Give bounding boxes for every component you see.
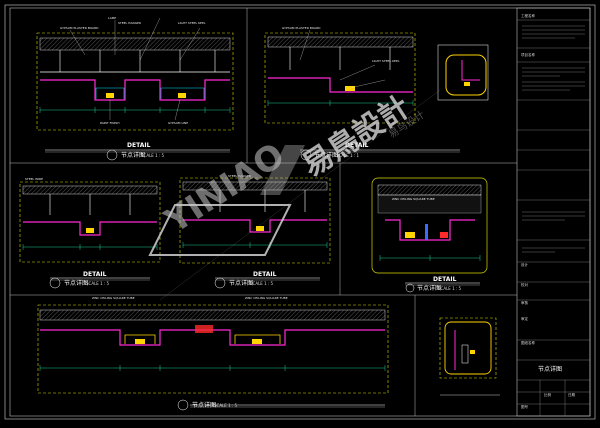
detail-title-en: DETAIL	[83, 271, 107, 278]
detail-title-en: DETAIL	[345, 142, 369, 149]
title-block-rows	[517, 19, 590, 416]
viewport-frame	[179, 177, 331, 264]
title-block-field: 日期	[568, 393, 575, 397]
detail-panel-6	[37, 304, 389, 411]
detail-title-cn: 节点详图	[314, 152, 339, 159]
detail-scale: SCALE 1 : 5	[250, 281, 274, 286]
annotation-steel-hanger: STEEL HANGER	[228, 174, 252, 178]
annotation-gypsum-line: GYPSUM LINE	[168, 121, 189, 125]
title-block-field: 审核	[521, 301, 528, 305]
title-block-field: 校对	[521, 283, 528, 287]
detail-panel-3	[19, 181, 161, 289]
annotation-lamp: LAMP	[108, 16, 117, 20]
detail-title-cn: 节点详图	[64, 280, 89, 287]
annotation-paint-finish: PAINT FINISH	[100, 121, 120, 125]
detail-scale: SCALE 1 : 1	[336, 153, 360, 158]
title-block-drawing-name: 节点详图	[538, 366, 563, 373]
viewport-frame	[439, 317, 497, 379]
concrete-slab	[39, 37, 231, 51]
annotation-steel-wire: STEEL WIRE	[25, 177, 43, 181]
detail-title-en: DETAIL	[253, 271, 277, 278]
detail-panel-5	[371, 177, 488, 293]
viewport-frame	[371, 177, 488, 274]
viewport-frame	[37, 304, 389, 394]
annotation-zinc-ceiling-tube: ZINC CEILING SQUARE TUBE	[245, 296, 288, 300]
viewport-frame	[36, 32, 234, 131]
title-block-field: 审定	[521, 317, 528, 321]
title-block-field: 图号	[521, 405, 528, 409]
detail-scale: SCALE 1 : 5	[86, 281, 110, 286]
title-block	[516, 7, 591, 417]
detail-scale: SCALE 1 : 5	[141, 153, 165, 158]
detail-title-en: DETAIL	[127, 142, 151, 149]
annotation-zinc-ceiling-tube: ZINC CEILING SQUARE TUBE	[392, 197, 435, 201]
detail-title-cn: 节点详图	[121, 152, 146, 159]
detail-title-cn: 节点详图	[417, 285, 442, 292]
annotation-gypsum-board: GYPSUM PLASTER BOARD	[282, 26, 321, 30]
detail-title-en: DETAIL	[433, 276, 457, 283]
annotation-gypsum-board: GYPSUM PLASTER BOARD	[60, 26, 99, 30]
title-block-field: 设计	[521, 263, 528, 267]
sheet-inner-frame	[9, 7, 591, 417]
detail-scale: SCALE 1 : 5	[438, 286, 462, 291]
detail-panel-1	[36, 17, 234, 161]
viewport-frame	[19, 181, 161, 263]
title-block-field: 图纸名称	[521, 341, 535, 345]
annotation-steel-hanger: STEEL HANGER	[118, 21, 142, 25]
title-block-field: 项目名称	[521, 53, 535, 57]
viewport-frame	[264, 32, 416, 124]
annotation-light-steel-keel: LIGHT STEEL KEEL	[178, 21, 206, 25]
detail-panel-7	[439, 317, 500, 396]
detail-panel-4	[179, 177, 331, 289]
detail-panel-2	[264, 29, 489, 161]
annotation-light-steel-keel: LIGHT STEEL KEEL	[372, 59, 400, 63]
annotation-zinc-ceiling-tube: ZINC CEILING SQUARE TUBE	[92, 296, 135, 300]
detail-title-cn: 节点详图	[192, 402, 217, 409]
sheet-outer-frame	[4, 4, 596, 420]
title-block-field: 工程名称	[521, 14, 535, 18]
title-block-field: 比例	[544, 393, 551, 397]
detail-title-cn: 节点详图	[229, 280, 254, 287]
title-block-text-lines	[522, 25, 585, 253]
detail-scale: SCALE 1 : 5	[214, 403, 238, 408]
watermark-logo	[148, 89, 441, 301]
